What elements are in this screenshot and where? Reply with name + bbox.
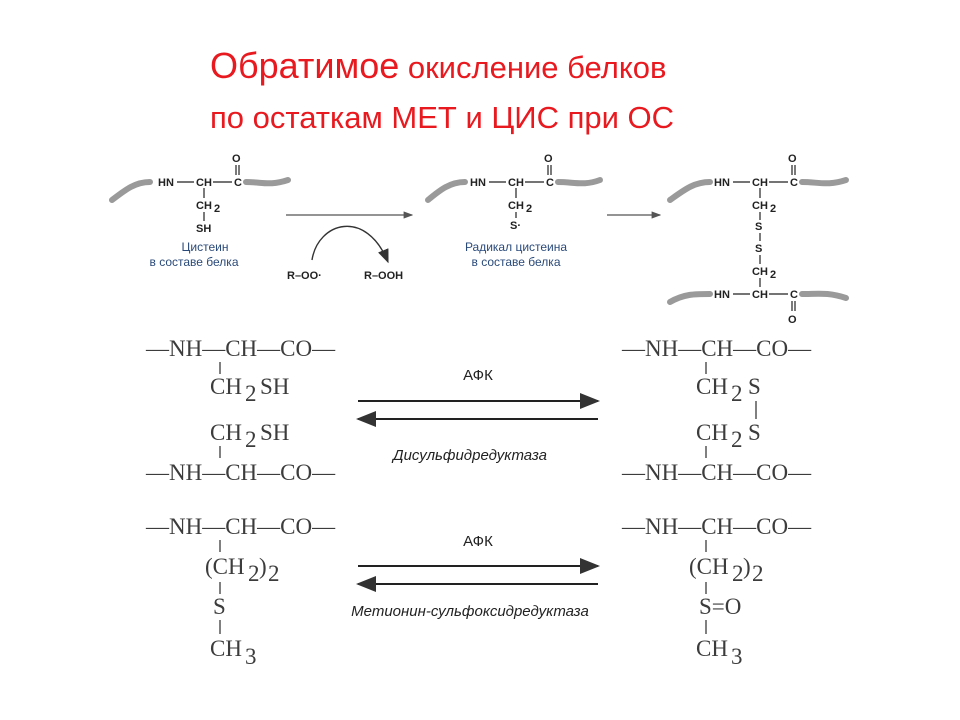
o-label: O: [544, 153, 553, 165]
protein-chain-wave: [799, 290, 849, 301]
ch2-subscript: 2: [214, 203, 220, 215]
s-radical-label: S·: [510, 220, 521, 232]
s-label: S: [748, 374, 761, 399]
hn-label: HN: [714, 289, 730, 301]
ch2-subscript: 2: [770, 269, 776, 281]
ch2-subscript: 2: [245, 381, 257, 406]
ch3-label: CH: [696, 636, 728, 661]
title-line-1-rest: окисление белков: [399, 50, 667, 85]
ch2-label: CH: [196, 200, 212, 212]
title-word-reversible: Обратимое: [210, 45, 400, 86]
ch2-label: CH: [752, 266, 768, 278]
hn-label: HN: [470, 177, 486, 189]
cysteine-structure: HN CH C O CH 2 SH Цистеин в составе белк…: [109, 153, 291, 269]
ch2-paren-label: (CH: [205, 554, 245, 579]
protein-chain-wave: [667, 291, 713, 305]
c-label: C: [790, 177, 798, 189]
cysteine-caption: Цистеин: [182, 240, 229, 254]
repeat-subscript: 2: [268, 561, 280, 586]
backbone-formula: —NH—CH—CO—: [621, 460, 812, 485]
s-label: S: [748, 420, 761, 445]
cysteine-pair-left: —NH—CH—CO— CH 2 SH CH 2 SH —NH—CH—CO—: [145, 336, 336, 485]
backbone-formula: —NH—CH—CO—: [621, 336, 812, 361]
ch2-label: CH: [752, 200, 768, 212]
hn-label: HN: [158, 177, 174, 189]
s-label: S: [213, 594, 226, 619]
radical-caption: Радикал цистеина: [465, 240, 567, 254]
hn-label: HN: [714, 177, 730, 189]
c-label: C: [234, 177, 242, 189]
ch3-label: CH: [210, 636, 242, 661]
protein-chain-wave: [425, 179, 468, 203]
ch2-subscript: 2: [245, 427, 257, 452]
radical-caption-2: в составе белка: [471, 255, 560, 269]
ch2-label: CH: [210, 374, 242, 399]
backbone-formula: —NH—CH—CO—: [621, 514, 812, 539]
ch2-subscript: 2: [526, 203, 532, 215]
ch2-subscript: 2: [731, 427, 743, 452]
cysteine-caption-2: в составе белка: [149, 255, 238, 269]
o-label: O: [232, 153, 241, 165]
backbone-formula: —NH—CH—CO—: [145, 514, 336, 539]
title-line-2: по остаткам МЕТ и ЦИС при ОС: [210, 100, 675, 135]
s-label: S: [755, 221, 762, 233]
ch2-label: CH: [210, 420, 242, 445]
ch3-subscript: 3: [245, 644, 257, 669]
ch2-subscript: 2: [770, 203, 776, 215]
afk-label: АФК: [463, 533, 493, 550]
slide-title: Обратимое окисление белков по остаткам М…: [210, 44, 810, 140]
ch2-subscript: 2: [248, 561, 260, 586]
protein-chain-wave: [243, 177, 291, 187]
title-line-1: Обратимое окисление белков: [210, 44, 810, 96]
o-label: O: [788, 314, 797, 326]
disulfide-right: —NH—CH—CO— CH 2 S CH 2 S —NH—CH—CO—: [621, 336, 812, 485]
cysteine-radical-structure: HN CH C O CH 2 S· Радикал цистеина в сос…: [425, 153, 603, 269]
sh-label: SH: [196, 223, 211, 235]
ch2-label: CH: [696, 374, 728, 399]
backbone-formula: —NH—CH—CO—: [145, 460, 336, 485]
ch-label: CH: [752, 177, 768, 189]
rooh-label: R–OOH: [364, 270, 403, 282]
ch3-subscript: 3: [731, 644, 743, 669]
ch-label: CH: [752, 289, 768, 301]
ch2-label: CH: [508, 200, 524, 212]
methionine-reductase-label: Метионин-сульфоксидредуктаза: [351, 603, 589, 620]
ch-label: CH: [508, 177, 524, 189]
paren-close: ): [259, 554, 267, 579]
paren-close: ): [743, 554, 751, 579]
disulfide-reductase-label: Дисульфидредуктаза: [391, 447, 547, 464]
repeat-subscript: 2: [752, 561, 764, 586]
protein-chain-wave: [109, 179, 153, 203]
methionine-sulfoxide-right: —NH—CH—CO— (CH 2 ) 2 S=O CH 3: [621, 514, 812, 669]
sh-label: SH: [260, 420, 289, 445]
backbone-formula: —NH—CH—CO—: [145, 336, 336, 361]
ch2-paren-label: (CH: [689, 554, 729, 579]
sulfoxide-label: S=O: [699, 594, 741, 619]
sh-label: SH: [260, 374, 289, 399]
protein-chain-wave: [667, 179, 713, 203]
o-label: O: [788, 153, 797, 165]
afk-label: АФК: [463, 367, 493, 384]
ch2-label: CH: [696, 420, 728, 445]
ch2-subscript: 2: [732, 561, 744, 586]
protein-chain-wave: [799, 177, 849, 187]
c-label: C: [546, 177, 554, 189]
disulfide-structure: HN CH C O CH 2 S S CH 2 HN CH C O: [667, 153, 849, 326]
protein-chain-wave: [555, 177, 603, 187]
methionine-left: —NH—CH—CO— (CH 2 ) 2 S CH 3: [145, 514, 336, 669]
roo-label: R–OO·: [287, 270, 322, 282]
curved-arrow: [311, 225, 389, 264]
ch2-subscript: 2: [731, 381, 743, 406]
s-label: S: [755, 243, 762, 255]
ch-label: CH: [196, 177, 212, 189]
c-label: C: [790, 289, 798, 301]
